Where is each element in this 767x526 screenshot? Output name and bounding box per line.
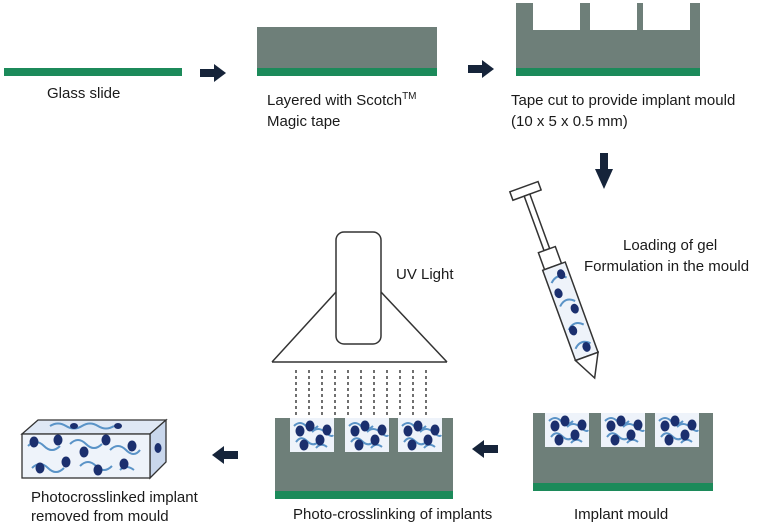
loading-label-line1: Loading of gel: [623, 237, 718, 254]
loading-label-line2: Formulation in the mould: [584, 258, 750, 275]
layered-label-line1: Layered with Scotch: [267, 92, 403, 109]
implant-mould-label: Implant mould: [574, 506, 669, 523]
glass-slide-bar: [4, 68, 182, 76]
crosslinking-mould: [275, 417, 453, 499]
uv-rays: [295, 370, 427, 418]
trademark-mark: TM: [402, 91, 417, 102]
layered-label-line2: Magic tape: [267, 113, 341, 130]
arrow-right-icon: [200, 64, 226, 82]
arrow-down-icon: [595, 153, 613, 189]
layered-slide: [257, 27, 437, 76]
arrow-left-icon: [212, 446, 238, 464]
removed-implant-label-line1: Photocrosslinked implant: [31, 489, 198, 506]
arrow-right-icon: [468, 60, 494, 78]
removed-implant-label-line2: removed from mould: [31, 508, 169, 525]
photo-crosslinking-label: Photo-crosslinking of implants: [293, 506, 493, 523]
arrow-left-icon: [472, 440, 498, 458]
uv-lamp-icon: [271, 231, 448, 363]
cut-tape-slide: [516, 3, 700, 76]
uv-light-label: UV Light: [396, 266, 454, 283]
glass-slide-label: Glass slide: [47, 85, 121, 102]
tape-cut-label-line2: (10 x 5 x 0.5 mm): [511, 113, 628, 130]
tape-cut-label-line1: Tape cut to provide implant mould: [511, 92, 736, 109]
implant-mould: [533, 412, 713, 491]
implant-block: [20, 418, 168, 480]
syringe-icon: [508, 180, 600, 380]
layered-label: Layered with ScotchTM: [267, 91, 417, 110]
